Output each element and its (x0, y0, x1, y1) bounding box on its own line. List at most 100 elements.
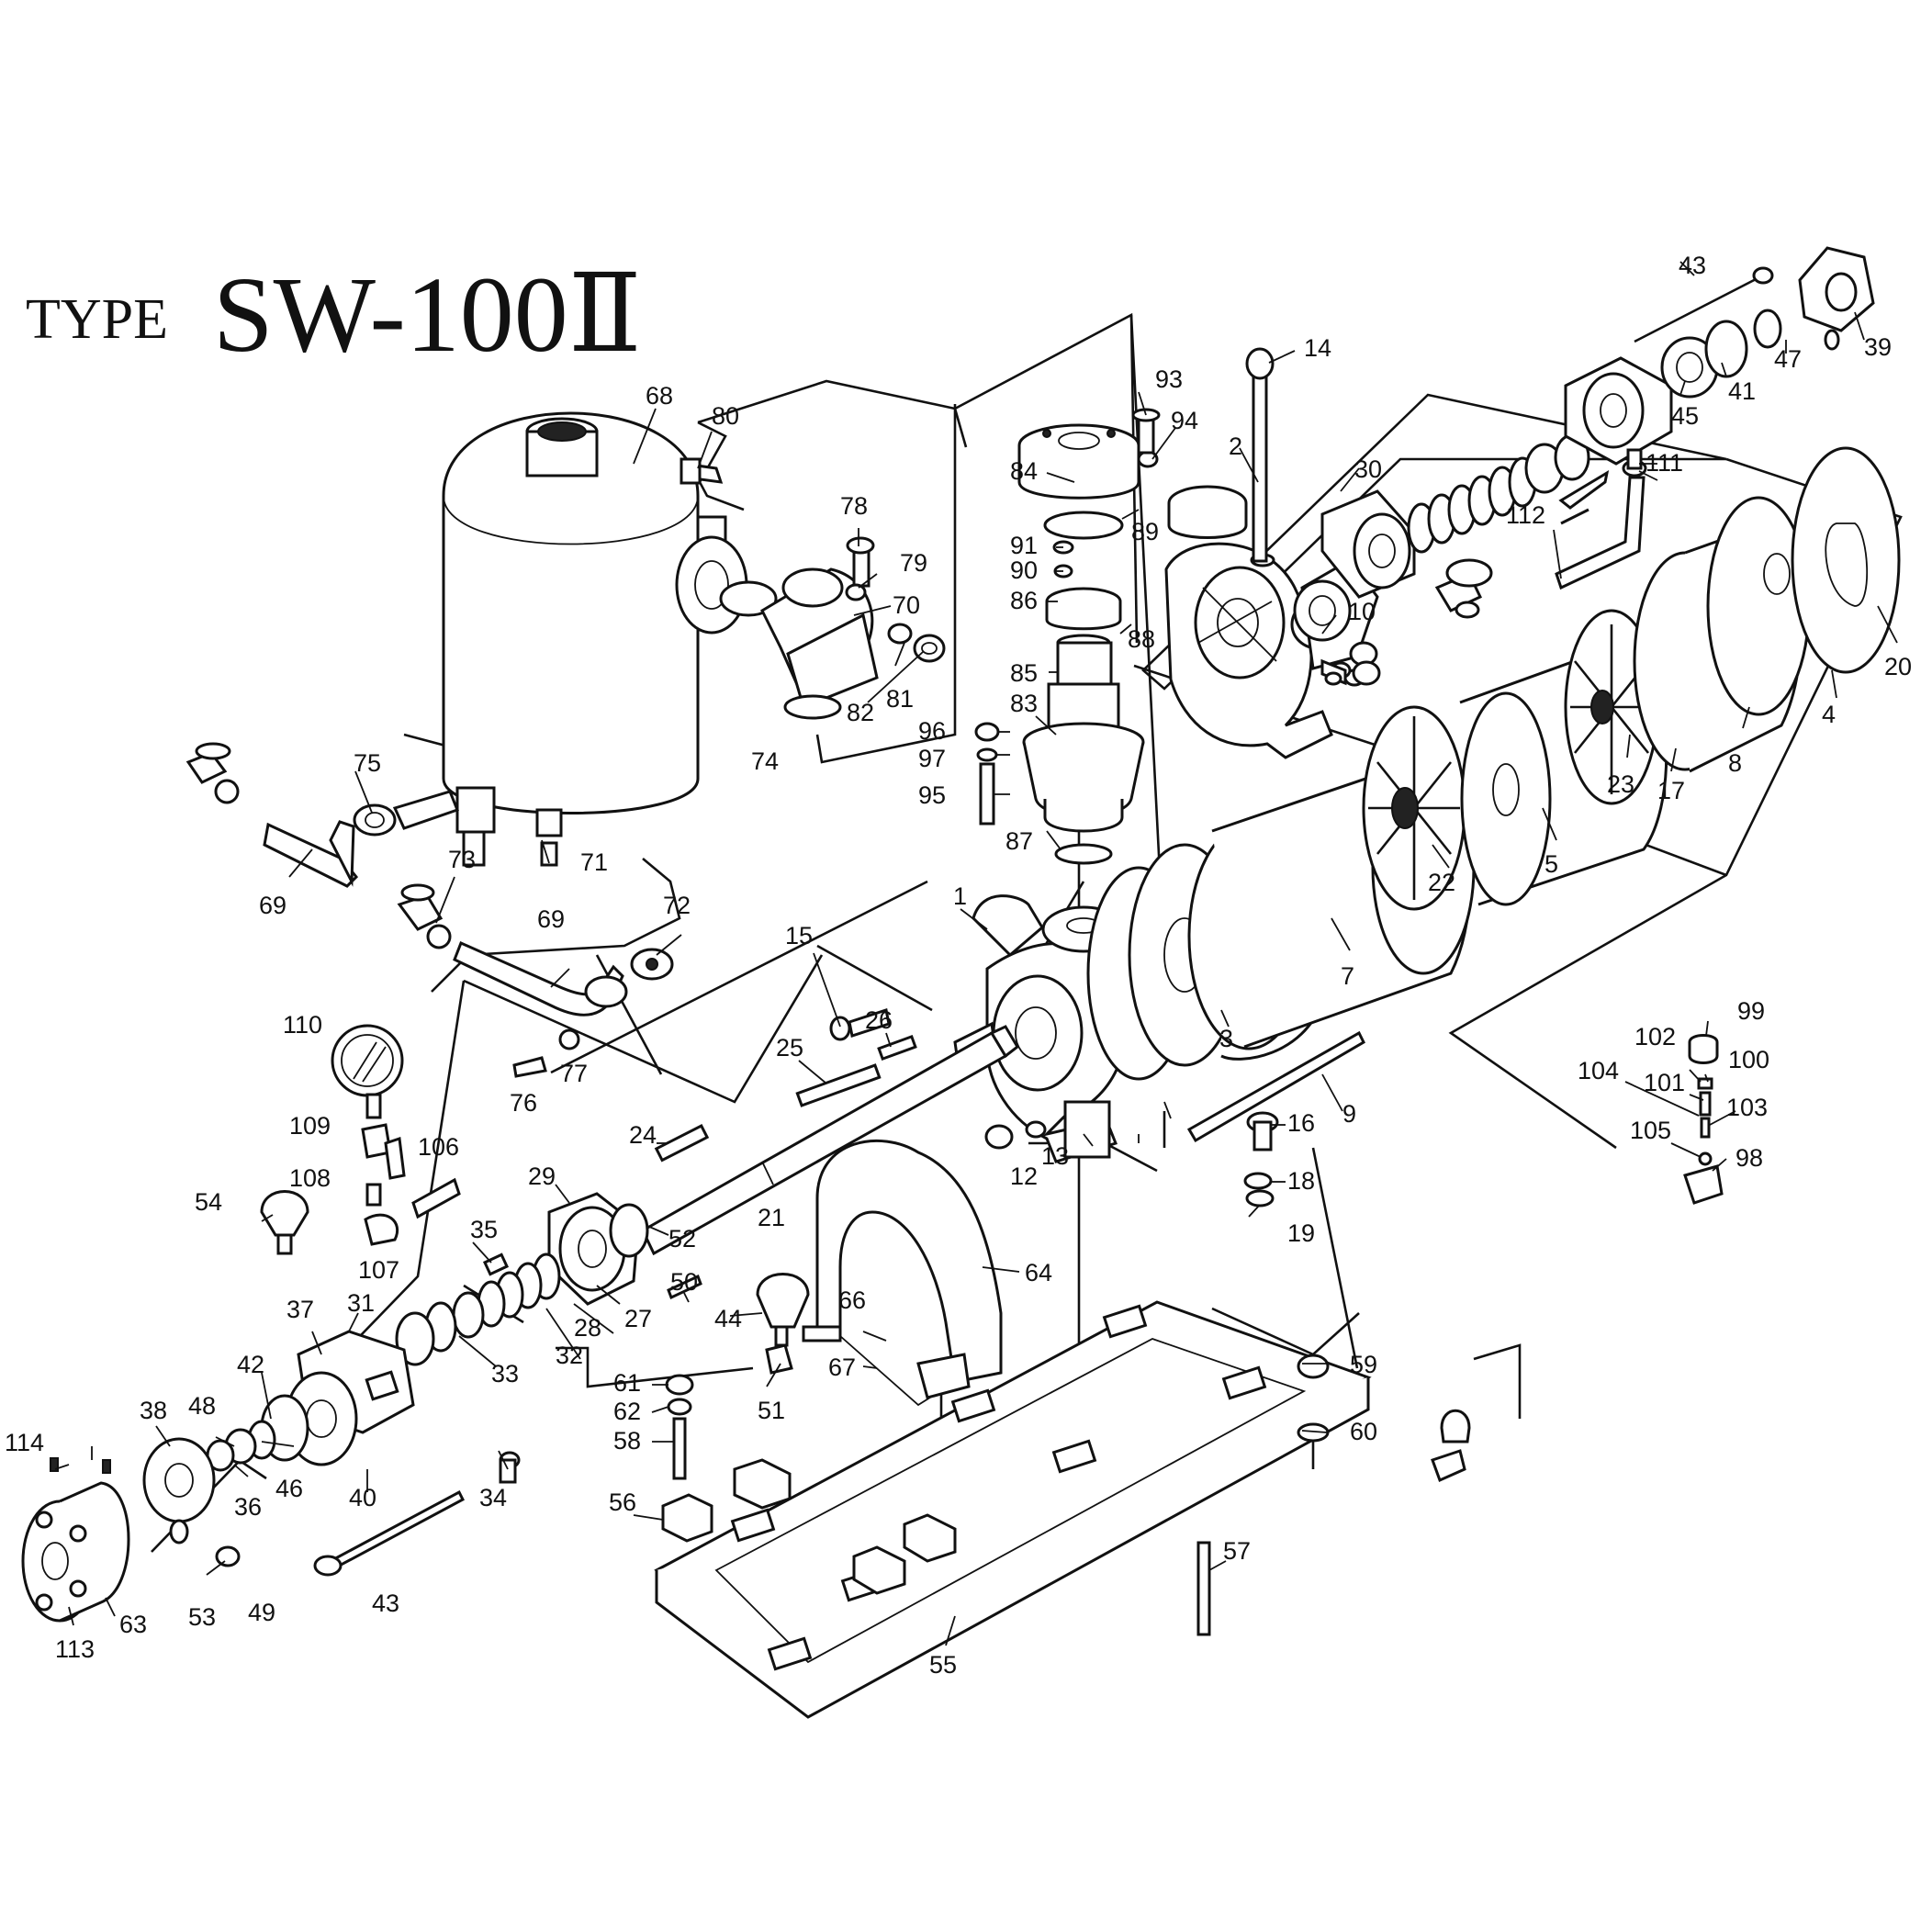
callout-81: 81 (886, 685, 914, 713)
title-model: SW-100Ⅱ (213, 254, 642, 375)
callout-24: 24 (629, 1121, 657, 1149)
callout-39: 39 (1864, 333, 1892, 361)
callout-5: 5 (1544, 850, 1558, 878)
rear-bearing-assembly (1320, 246, 1875, 619)
callout-2: 2 (1229, 432, 1242, 460)
callout-23: 23 (1607, 770, 1634, 798)
callout-69-left: 69 (259, 892, 286, 919)
callout-95: 95 (918, 781, 946, 809)
rear-casing (1164, 347, 1381, 759)
callout-63: 63 (119, 1611, 147, 1638)
callout-36: 36 (234, 1493, 262, 1521)
base-pads (661, 1354, 1330, 1636)
drain-pipe (1555, 448, 1647, 590)
callout-20: 20 (1884, 653, 1912, 680)
callout-19: 19 (1287, 1219, 1315, 1247)
callout-71: 71 (580, 848, 608, 876)
callout-102: 102 (1634, 1023, 1676, 1050)
callout-55: 55 (929, 1651, 957, 1679)
base-frame (654, 1300, 1372, 1719)
callout-84: 84 (1010, 457, 1038, 485)
callout-50: 50 (670, 1268, 698, 1296)
callout-47: 47 (1774, 345, 1802, 373)
callout-73: 73 (448, 846, 476, 873)
callout-46: 46 (275, 1475, 303, 1502)
callout-80: 80 (712, 402, 739, 430)
callout-69-right: 69 (537, 905, 565, 933)
callout-35: 35 (470, 1216, 498, 1243)
callout-13: 13 (1041, 1142, 1069, 1170)
spring-coils (1407, 456, 1537, 554)
callout-10: 10 (1348, 598, 1376, 625)
callout-87: 87 (1005, 827, 1033, 855)
check-valve (1683, 1034, 1724, 1205)
callout-25: 25 (776, 1034, 803, 1061)
callout-16: 16 (1287, 1109, 1315, 1137)
callout-99: 99 (1737, 997, 1765, 1025)
callout-103: 103 (1726, 1094, 1768, 1121)
callout-88: 88 (1128, 625, 1155, 653)
tank (442, 411, 748, 867)
callout-22: 22 (1428, 869, 1455, 896)
coupling (21, 1457, 130, 1623)
callout-28: 28 (574, 1314, 601, 1342)
callout-113: 113 (55, 1635, 95, 1663)
callout-77: 77 (560, 1060, 588, 1087)
callout-85: 85 (1010, 659, 1038, 687)
callout-70: 70 (893, 591, 920, 619)
callout-74: 74 (751, 747, 779, 775)
oil-cups (260, 1190, 1471, 1483)
callout-64: 64 (1025, 1259, 1052, 1286)
callout-101: 101 (1644, 1069, 1685, 1096)
callout-110: 110 (283, 1011, 322, 1039)
callout-83: 83 (1010, 690, 1038, 717)
callout-33: 33 (491, 1360, 519, 1387)
callout-9: 9 (1342, 1100, 1356, 1128)
callout-14: 14 (1304, 334, 1331, 362)
callout-1: 1 (953, 882, 967, 910)
callout-43-bottom: 43 (372, 1589, 399, 1617)
callout-21: 21 (758, 1204, 785, 1231)
callout-8: 8 (1728, 749, 1742, 777)
callout-44: 44 (714, 1305, 742, 1332)
tie-rod (1186, 1030, 1365, 1208)
callout-104: 104 (1578, 1057, 1619, 1084)
callout-27: 27 (624, 1305, 652, 1332)
callout-59: 59 (1350, 1351, 1377, 1378)
discharge-elbow (680, 457, 946, 720)
callout-100: 100 (1728, 1046, 1769, 1073)
callout-108: 108 (289, 1164, 331, 1192)
piping (185, 742, 674, 1078)
impeller-stack (1086, 446, 1901, 1081)
callout-43-top: 43 (1679, 252, 1706, 279)
callout-105: 105 (1630, 1117, 1671, 1144)
callout-76: 76 (510, 1089, 537, 1117)
callout-68: 68 (646, 382, 673, 410)
callout-62: 62 (613, 1398, 641, 1425)
callout-52: 52 (668, 1225, 696, 1252)
callout-90: 90 (1010, 556, 1038, 584)
callout-49: 49 (248, 1599, 275, 1626)
callout-98: 98 (1735, 1144, 1763, 1172)
callout-53: 53 (188, 1603, 216, 1631)
callout-66: 66 (838, 1286, 866, 1314)
callout-3: 3 (1219, 1025, 1233, 1052)
callout-60: 60 (1350, 1418, 1377, 1445)
callout-48: 48 (188, 1392, 216, 1420)
front-bearing-housing (142, 1330, 415, 1567)
callout-45: 45 (1671, 402, 1699, 430)
callout-78: 78 (840, 492, 868, 520)
seal-assembly (395, 1192, 702, 1366)
callout-89: 89 (1131, 518, 1159, 545)
callout-114: 114 (5, 1429, 44, 1456)
callout-79: 79 (900, 549, 927, 577)
callout-30: 30 (1354, 455, 1382, 483)
callout-82: 82 (847, 699, 874, 726)
callout-18: 18 (1287, 1167, 1315, 1195)
callout-17: 17 (1657, 777, 1685, 804)
callout-112: 112 (1506, 501, 1545, 529)
callout-106: 106 (418, 1133, 459, 1161)
callout-37: 37 (286, 1296, 314, 1323)
callout-15: 15 (785, 922, 813, 949)
